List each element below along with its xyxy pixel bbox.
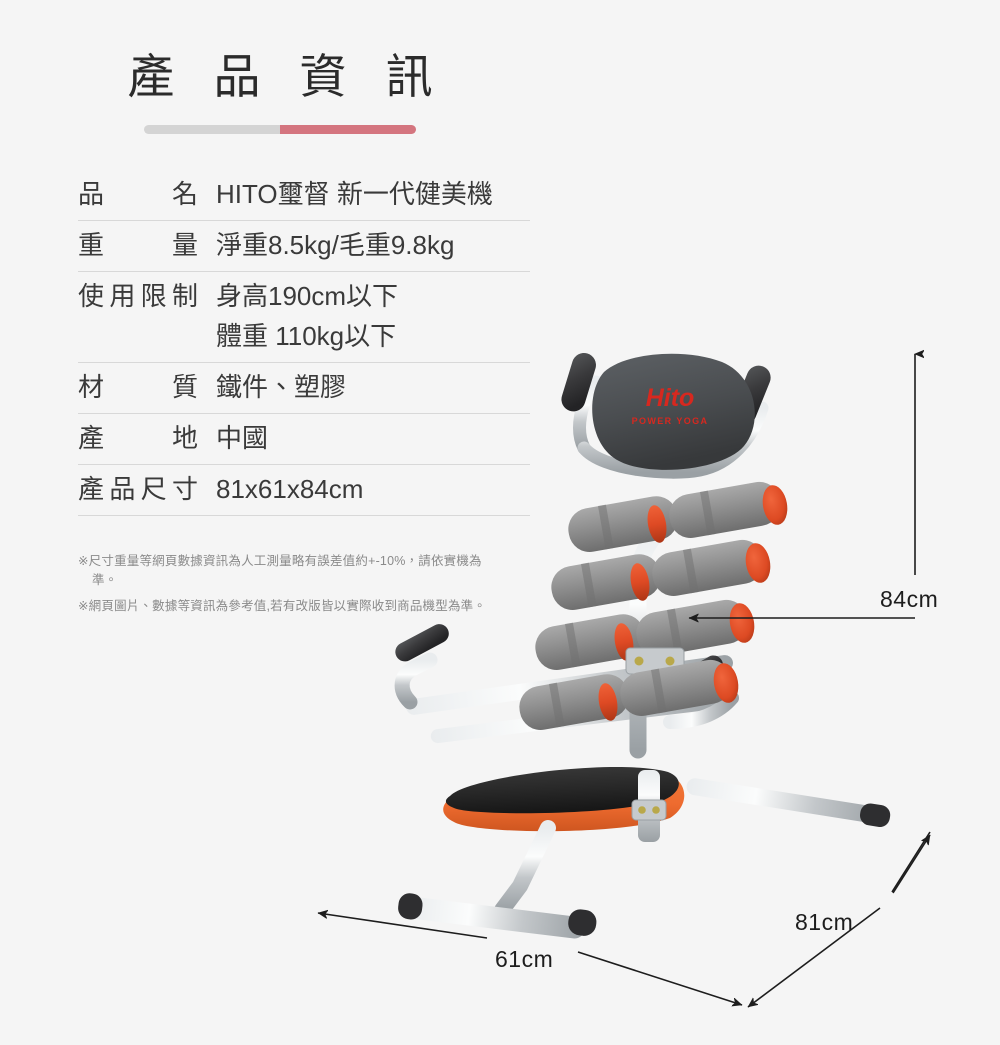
foam-roller-tier-1 [568,481,788,553]
spec-value-usage-limit: 身高190cm以下 體重 110kg以下 [216,281,399,351]
title-bar-segment-gray [144,124,280,134]
spec-value-origin: 中國 [216,423,269,453]
spec-label-product-name: 品名 [78,179,198,209]
spec-value-material: 鐵件、塑膠 [216,372,347,402]
foam-roller-tier-4 [519,659,739,731]
seat-support [494,820,556,918]
spec-label-material: 材質 [78,372,198,402]
page-title: 產 品 資 訊 [127,50,446,103]
spec-label-usage-limit: 使用限制 [78,281,198,311]
rear-base-connector [631,770,667,842]
spec-value-product-name: HITO璽督 新一代健美機 [216,179,493,209]
product-image: Hito POWER YOGA [370,330,930,950]
brand-logo-text: Hito [646,384,695,412]
page-header: 產 品 資 訊 [0,48,560,134]
seat-cushion [443,767,685,832]
front-left-handle [394,624,449,710]
table-row: 使用限制 身高190cm以下 體重 110kg以下 [78,272,530,363]
spec-label-product-size: 產品尺寸 [78,474,198,504]
title-underline-bar [144,124,416,134]
title-bar-segment-rose [280,124,416,134]
foam-roller-tier-3 [535,599,755,671]
spec-value-weight: 淨重8.5kg/毛重9.8kg [216,230,455,260]
footnote-measurement-tolerance: ※尺寸重量等網頁數據資訊為人工測量略有誤差值約+-10%，請依實機為準。 [78,554,482,587]
table-row: 材質 鐵件、塑膠 [78,363,530,414]
table-row: 重量 淨重8.5kg/毛重9.8kg [78,221,530,272]
base-tube-front [398,893,597,939]
brand-tagline-text: POWER YOGA [632,416,709,426]
footnotes: ※尺寸重量等網頁數據資訊為人工測量略有誤差值約+-10%，請依實機為準。 ※網頁… [78,552,498,623]
spec-table: 品名 HITO璽督 新一代健美機 重量 淨重8.5kg/毛重9.8kg 使用限制… [78,170,530,516]
rear-frame-rail [686,778,891,827]
table-row: 品名 HITO璽督 新一代健美機 [78,170,530,221]
spec-value-product-size: 81x61x84cm [216,474,364,504]
table-row: 產地 中國 [78,414,530,465]
footnote-image-reference: ※網頁圖片、數據等資訊為參考值,若有改版皆以實際收到商品機型為準。 [78,599,487,613]
backrest-pad: Hito POWER YOGA [592,353,755,470]
foam-roller-tier-2 [551,539,771,611]
spec-label-weight: 重量 [78,230,198,260]
spec-label-origin: 產地 [78,423,198,453]
table-row: 產品尺寸 81x61x84cm [78,465,530,516]
dimension-label-width: 61cm [495,946,554,972]
